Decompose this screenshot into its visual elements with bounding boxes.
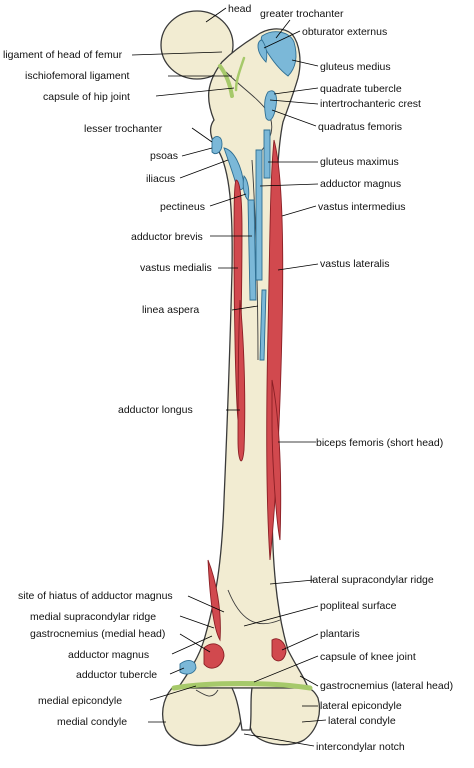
adductor-magnus-long-area (259, 289, 267, 361)
medial-condyle-shape (161, 687, 244, 747)
leader-lines (131, 7, 327, 747)
label-gluteus-maximus: gluteus maximus (320, 156, 399, 168)
label-vastus-lateralis: vastus lateralis (320, 258, 389, 270)
label-pectineus: pectineus (160, 201, 205, 213)
label-vastus-medialis: vastus medialis (140, 262, 212, 274)
label-adductor-brevis: adductor brevis (131, 231, 203, 243)
condyle-contour (195, 689, 219, 697)
label-adductor-magnus-upper: adductor magnus (320, 178, 401, 190)
label-adductor-longus: adductor longus (118, 404, 193, 416)
label-plantaris: plantaris (320, 628, 360, 640)
label-lateral-condyle: lateral condyle (328, 715, 396, 727)
biceps-femoris-area (271, 379, 282, 541)
knee-capsule-line (171, 681, 313, 691)
label-iliacus: iliacus (146, 173, 175, 185)
label-capsule-hip-joint: capsule of hip joint (43, 91, 130, 103)
label-adductor-magnus-lower: adductor magnus (68, 649, 149, 661)
label-quadrate-tubercle: quadrate tubercle (320, 83, 402, 95)
capsule-lines (171, 56, 313, 691)
label-medial-epicondyle: medial epicondyle (38, 695, 122, 707)
label-lateral-epicondyle: lateral epicondyle (320, 700, 402, 712)
quadratus-femoris-area (264, 90, 277, 121)
hip-capsule-line (218, 64, 234, 98)
label-medial-condyle: medial condyle (57, 716, 127, 728)
label-greater-trochanter: greater trochanter (260, 8, 344, 20)
label-biceps-femoris: biceps femoris (short head) (316, 437, 443, 449)
plantaris-area (271, 638, 287, 662)
hip-capsule-line-2 (234, 56, 246, 92)
adductor-tubercle-area (179, 660, 197, 675)
label-obturator-externus: obturator externus (302, 26, 387, 38)
label-ischiofemoral-ligament: ischiofemoral ligament (25, 70, 130, 82)
intercondylar-notch-shape (230, 687, 253, 731)
insertions-blue (179, 31, 297, 675)
label-head: head (228, 3, 252, 15)
gluteus-maximus-area (263, 129, 271, 179)
label-site-hiatus: site of hiatus of adductor magnus (18, 590, 173, 602)
label-gastrocnemius-lateral: gastrocnemius (lateral head) (320, 680, 453, 692)
label-adductor-tubercle: adductor tubercle (76, 669, 157, 681)
label-psoas: psoas (150, 150, 178, 162)
adductor-magnus-lower-area (207, 559, 221, 642)
gastrocnemius-medial-area (203, 643, 225, 669)
vastus-lateralis-area (266, 139, 284, 561)
origins-red (203, 139, 287, 669)
label-lesser-trochanter: lesser trochanter (84, 123, 163, 135)
label-medial-supracondylar-ridge: medial supracondylar ridge (30, 611, 156, 623)
adductor-brevis-area (247, 199, 257, 301)
label-gastrocnemius-medial: gastrocnemius (medial head) (30, 628, 165, 640)
femoral-head (160, 10, 234, 80)
popliteal-contour (227, 589, 281, 625)
obturator-externus-area (257, 39, 268, 63)
label-quadratus-femoris: quadratus femoris (318, 121, 402, 133)
labels: head greater trochanter ligament of head… (3, 3, 453, 753)
label-lateral-supracondylar-ridge: lateral supracondylar ridge (310, 574, 434, 586)
label-capsule-knee-joint: capsule of knee joint (320, 651, 416, 663)
label-gluteus-medius: gluteus medius (320, 61, 391, 73)
psoas-area (211, 136, 223, 155)
label-intercondylar-notch: intercondylar notch (316, 741, 405, 753)
label-popliteal-surface: popliteal surface (320, 600, 397, 612)
label-vastus-intermedius: vastus intermedius (318, 201, 406, 213)
adductor-longus-area (237, 299, 246, 462)
label-intertrochanteric-crest: intertrochanteric crest (320, 98, 421, 110)
adductor-magnus-upper-area (255, 149, 263, 281)
label-ligament-head-femur: ligament of head of femur (3, 49, 123, 61)
label-linea-aspera: linea aspera (142, 304, 199, 316)
